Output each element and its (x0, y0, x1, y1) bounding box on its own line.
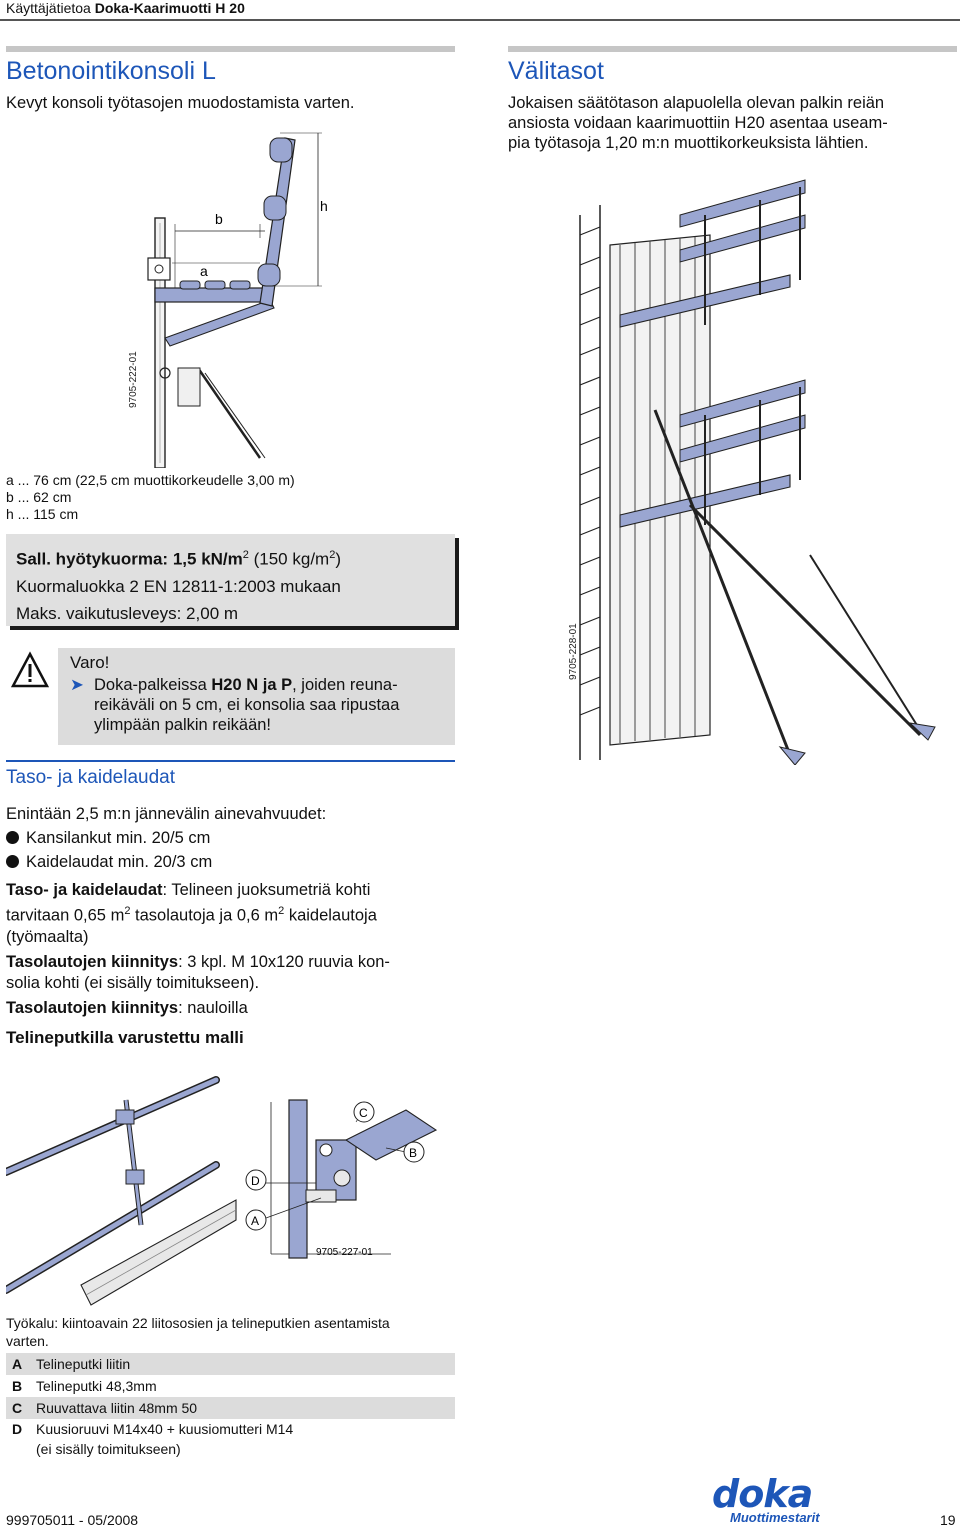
decking-p3: Tasolautojen kiinnitys: nauloilla (6, 998, 248, 1017)
warning-box: Varo! ➤Doka-palkeissa H20 N ja P, joiden… (58, 648, 455, 745)
deck-board (80, 1199, 237, 1306)
dim-label-b: b (215, 211, 223, 227)
intermediate-text: Jokaisen säätötason alapuolella olevan p… (508, 93, 888, 153)
load-line-3: Maks. vaikutusleveys: 2,00 m (16, 603, 239, 623)
logo-wordmark: doka (712, 1472, 813, 1516)
formwork-figure (579, 179, 936, 765)
scaffold-tube (288, 1099, 308, 1259)
pipe-figure: C B D A 9705-227-01 (6, 1076, 438, 1306)
figure-id-console: 9705-222-01 (128, 351, 139, 408)
console-bracket (164, 299, 275, 347)
ladder (579, 226, 601, 716)
dim-label-h: h (320, 198, 328, 214)
decking-p2: Tasolautojen kiinnitys: 3 kpl. M 10x120 … (6, 952, 390, 971)
decking-paragraphs: Taso- ja kaidelaudat: Telineen juoksumet… (6, 880, 455, 1019)
decking-p1: Taso- ja kaidelaudat: Telineen juoksumet… (6, 881, 371, 899)
legend-extra: (ei sisälly toimitukseen) (36, 1441, 181, 1457)
load-box: Sall. hyötykuorma: 1,5 kN/m2 (150 kg/m2)… (6, 534, 455, 626)
callout-a: A (251, 1214, 259, 1228)
logo-tagline: Muottimestarit (730, 1510, 820, 1525)
decking-title: Taso- ja kaidelaudat (6, 767, 175, 788)
bullet-icon (6, 855, 19, 868)
header-title: Doka-Kaarimuotti H 20 (94, 0, 245, 16)
warning-icon (10, 651, 50, 688)
intermediate-line-2: ansiosta voidaan kaarimuottiin H20 asent… (508, 114, 888, 132)
section-bar-right (508, 46, 957, 52)
figure-id-pipe: 9705-227-01 (316, 1247, 373, 1258)
decking-intro: Enintään 2,5 m:n jännevälin ainevahvuude… (6, 805, 327, 823)
bullet-icon (6, 831, 19, 844)
console-subtitle: Kevyt konsoli työtasojen muodostamista v… (6, 94, 355, 112)
section-title-console: Betonointikonsoli L (6, 57, 216, 85)
dim-b: b ... 62 cm (6, 489, 72, 505)
tool-note-line-1: Työkalu: kiintoavain 22 liitososien ja t… (6, 1315, 390, 1331)
push-pull-prop (653, 409, 792, 756)
figure-id-formwork: 9705-228-01 (568, 623, 579, 680)
arrow-icon: ➤ (70, 676, 84, 694)
callout-b: B (409, 1146, 417, 1160)
intermediate-line-1: Jokaisen säätötason alapuolella olevan p… (508, 94, 885, 112)
warning-line-2: reikäväli on 5 cm, ei konsolia saa ripus… (94, 696, 400, 714)
pipe-title: Telineputkilla varustettu malli (6, 1028, 244, 1047)
section-bar (6, 46, 455, 52)
decking-p1-line3: (työmaalta) (6, 927, 89, 946)
doc-number: 999705011 - 05/2008 (6, 1512, 139, 1528)
railing-pipe-lower (6, 1162, 219, 1293)
page-number: 19 (940, 1512, 956, 1528)
decking-text: Enintään 2,5 m:n jännevälin ainevahvuude… (6, 802, 326, 874)
dim-h: h ... 115 cm (6, 506, 79, 522)
doka-logo: doka (712, 1472, 852, 1516)
console-figure: b h a (147, 132, 328, 468)
dim-label-a: a (200, 263, 208, 279)
callout-d: D (251, 1174, 260, 1188)
tool-note-line-2: varten. (6, 1333, 49, 1349)
header-rule (0, 19, 960, 21)
decking-rule (6, 760, 455, 762)
warning-line-3: ylimpään palkin reikään! (94, 716, 272, 734)
load-line-1: Sall. hyötykuorma: 1,5 kN/m2 (150 kg/m2) (16, 549, 341, 569)
callout-c: C (359, 1106, 368, 1120)
load-line-2: Kuormaluokka 2 EN 12811-1:2003 mukaan (16, 576, 341, 596)
warning-line-1: ➤Doka-palkeissa H20 N ja P, joiden reuna… (70, 676, 398, 694)
running-header: Käyttäjätietoa Doka-Kaarimuotti H 20 (6, 0, 245, 16)
decking-p2-line2: solia kohti (ei sisälly toimitukseen). (6, 973, 260, 992)
push-pull-prop (688, 503, 922, 737)
dim-a: a ... 76 cm (22,5 cm muottikorkeudelle 3… (6, 472, 295, 488)
bullet-item: Kaidelaudat min. 20/3 cm (6, 850, 326, 874)
header-prefix: Käyttäjätietoa (6, 0, 91, 16)
section-title-intermediate: Välitasot (508, 57, 604, 85)
warning-title: Varo! (70, 653, 110, 672)
tool-note: Työkalu: kiintoavain 22 liitososien ja t… (6, 1314, 390, 1350)
railing-pipe-upper (6, 1077, 219, 1175)
decking-p1-line2: tarvitaan 0,65 m2 tasolautoja ja 0,6 m2 … (6, 905, 377, 925)
bullet-item: Kansilankut min. 20/5 cm (6, 826, 326, 850)
deck-plank (154, 287, 271, 303)
intermediate-line-3: pia työtasoja 1,20 m:n muottikorkeuksist… (508, 134, 869, 152)
dimension-list: a ... 76 cm (22,5 cm muottikorkeudelle 3… (6, 472, 295, 523)
